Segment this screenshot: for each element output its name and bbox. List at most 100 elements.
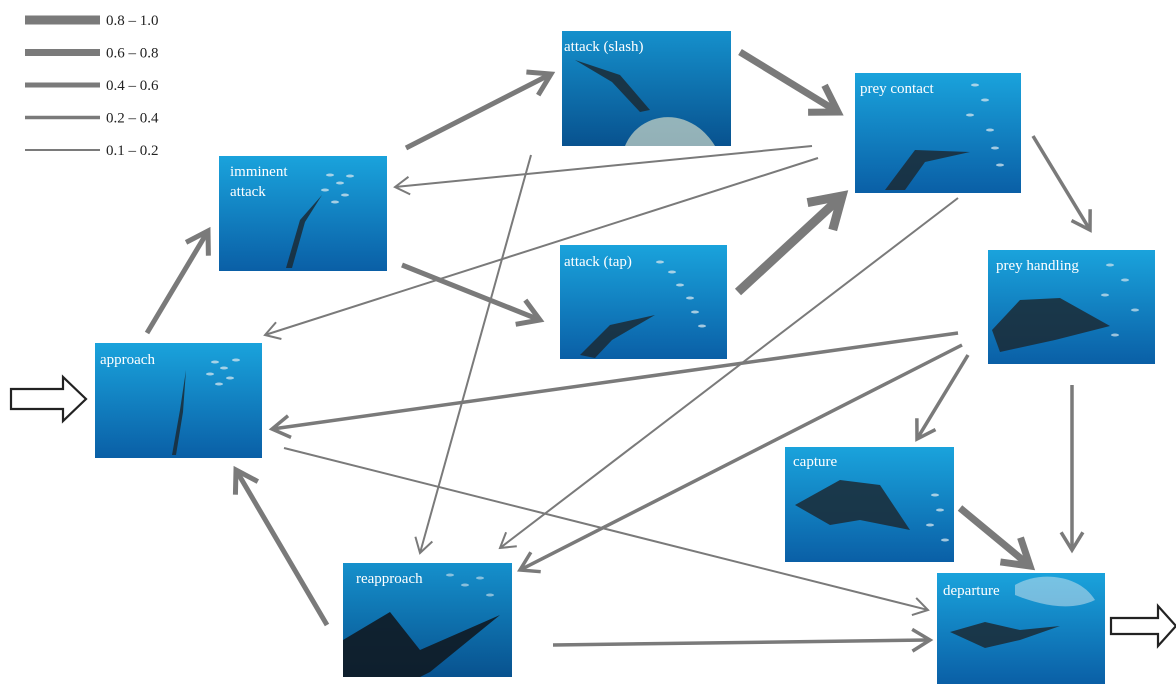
sailfish-illustration [885, 150, 970, 190]
chevron-arrowhead-icon [498, 531, 517, 550]
transition-shaft [419, 154, 532, 553]
transition-shaft [235, 471, 330, 627]
fish-school-illustration [926, 493, 949, 542]
transition-shaft [265, 157, 819, 336]
state-capture: capture [785, 447, 954, 562]
chevron-arrowhead-icon [517, 551, 541, 574]
fish-school-illustration [656, 260, 706, 328]
chevron-arrowhead-icon [232, 465, 260, 495]
hollow-arrow-right-icon [9, 374, 88, 424]
state-nodes: approach imminent attack attack (slash) [95, 31, 1155, 684]
transition-arrow-prey-handling-to-capture [915, 354, 970, 442]
transition-edges [144, 49, 1092, 653]
transition-shaft [734, 196, 842, 296]
sailfish-illustration [992, 298, 1110, 352]
chevron-arrowhead-icon [806, 190, 849, 232]
transition-arrow-capture-to-departure [957, 505, 1036, 571]
chevron-arrowhead-icon [808, 83, 844, 116]
transition-arrow-attack-tap-to-prey-contact [734, 190, 849, 296]
transition-arrow-attack-slash-to-prey-contact [738, 49, 844, 116]
hollow-arrow-right-icon [1109, 603, 1176, 649]
fish-school-illustration [1101, 263, 1139, 337]
chevron-arrowhead-icon [1059, 531, 1085, 554]
reapproach-label: reapproach [356, 571, 423, 587]
sailfish-illustration [286, 195, 322, 268]
chevron-arrowhead-icon [911, 597, 930, 616]
fish-school-illustration [206, 358, 240, 386]
state-approach: approach [95, 343, 262, 458]
transition-shaft [552, 638, 928, 647]
transition-arrow-prey-handling-to-departure [1059, 385, 1085, 554]
transition-arrow-prey-handling-to-reapproach [517, 343, 963, 574]
chevron-arrowhead-icon [515, 298, 545, 327]
sailfish-illustration [950, 622, 1060, 648]
fish-school-illustration [625, 117, 715, 146]
transition-arrow-reapproach-to-departure [552, 627, 934, 653]
transition-shaft [916, 354, 970, 439]
chevron-arrowhead-icon [999, 536, 1036, 571]
transition-shaft [404, 73, 550, 151]
legend-label: 0.2 – 0.4 [106, 111, 159, 127]
legend-label: 0.6 – 0.8 [106, 46, 159, 62]
transition-shaft [273, 331, 959, 431]
transition-arrow-approach-to-imminent-attack [144, 226, 211, 335]
state-prey-contact: prey contact [855, 73, 1021, 193]
departure-label: departure [943, 583, 1000, 599]
transition-arrow-prey-contact-to-imminent-attack [393, 145, 813, 196]
sailfish-illustration [575, 60, 650, 112]
transition-arrow-imminent-attack-to-attack-tap [401, 262, 545, 327]
attack-tap-photo [560, 245, 727, 359]
sailfish-illustration [580, 315, 655, 358]
transition-shaft [521, 343, 963, 571]
legend-label: 0.8 – 1.0 [106, 13, 159, 29]
transition-shaft [738, 49, 837, 113]
transition-arrow-prey-handling-to-approach [268, 331, 959, 439]
state-imminent-attack: imminent attack [219, 156, 387, 271]
state-reapproach: reapproach [343, 563, 512, 677]
transition-arrow-prey-contact-to-prey-handling [1031, 135, 1092, 233]
imminent-attack-photo [219, 156, 387, 271]
prey-contact-photo [855, 73, 1021, 193]
transition-arrow-imminent-attack-to-attack-slash [404, 69, 556, 151]
sailfish-illustration [343, 612, 500, 677]
chevron-arrowhead-icon [393, 176, 411, 196]
transition-shaft [1031, 135, 1091, 230]
chevron-arrowhead-icon [911, 627, 934, 653]
state-departure: departure [937, 573, 1105, 684]
prey-contact-label: prey contact [860, 81, 935, 97]
chevron-arrowhead-icon [184, 226, 211, 256]
chevron-arrowhead-icon [1070, 209, 1092, 233]
transition-arrow-prey-contact-to-approach [263, 157, 819, 340]
fish-school-illustration [966, 83, 1004, 167]
transition-shaft [396, 145, 813, 188]
state-prey-handling: prey handling [988, 250, 1155, 364]
transition-shaft [401, 262, 539, 322]
chevron-arrowhead-icon [915, 418, 937, 442]
legend: 0.8 – 1.00.6 – 0.80.4 – 0.60.2 – 0.40.1 … [25, 13, 159, 159]
chevron-arrowhead-icon [414, 536, 434, 555]
transition-shaft [500, 197, 959, 549]
imminent-attack-label-line-1: imminent [230, 164, 288, 180]
transition-arrow-attack-slash-to-reapproach [414, 154, 532, 555]
fish-school-illustration [446, 573, 494, 597]
transition-shaft [957, 505, 1029, 567]
state-attack-tap: attack (tap) [560, 245, 727, 359]
transition-arrow-prey-contact-to-reapproach [498, 197, 959, 550]
approach-label: approach [100, 352, 155, 368]
fish-school-illustration [1015, 576, 1095, 607]
transition-arrow-approach-to-departure [283, 447, 930, 616]
transition-shaft [144, 232, 209, 335]
chevron-arrowhead-icon [268, 414, 292, 439]
state-attack-slash: attack (slash) [562, 31, 731, 146]
prey-handling-label: prey handling [996, 258, 1079, 274]
attack-tap-label: attack (tap) [564, 254, 632, 270]
imminent-attack-label-line-2: attack [230, 184, 266, 200]
legend-label: 0.4 – 0.6 [106, 78, 159, 94]
capture-label: capture [793, 454, 837, 470]
transition-shaft [283, 447, 928, 611]
chevron-arrowhead-icon [526, 69, 556, 97]
transition-arrow-reapproach-to-approach [232, 465, 330, 627]
sailfish-illustration [795, 480, 910, 530]
attack-slash-label: attack (slash) [564, 39, 644, 55]
